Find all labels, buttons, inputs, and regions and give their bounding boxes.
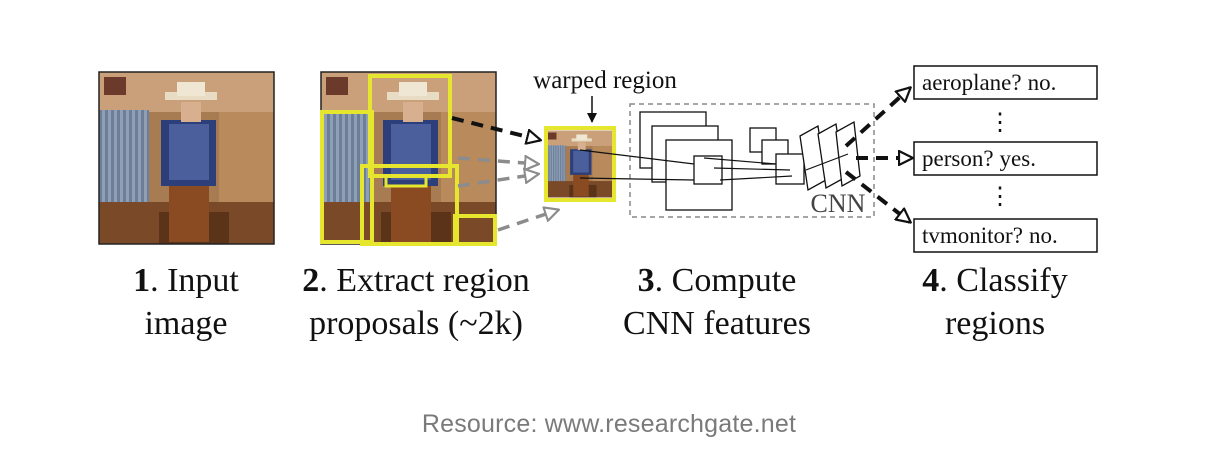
svg-text:1. Input: 1. Input [133,262,239,299]
proposal-arrow-black [451,116,540,140]
proposal-box [453,214,497,246]
svg-text:3. Compute: 3. Compute [638,262,797,299]
region-proposals-image [320,71,497,246]
ellipsis: ⋮ [988,110,1012,136]
cnn-feature-block [579,103,875,218]
class-arrow [844,88,910,148]
class-box-tvmonitor: tvmonitor?no. [913,218,1098,253]
proposal-arrow-gray [457,158,538,164]
svg-text:CNN features: CNN features [623,305,811,342]
warped-region-image [544,126,616,202]
svg-text:person?yes.: person?yes. [922,146,1036,171]
svg-text:aeroplane?no.: aeroplane?no. [922,70,1056,95]
class-box-aeroplane: aeroplane?no. [913,65,1098,100]
step-caption-2: 2. Extract region proposals (~2k) [302,262,530,342]
proposal-arrow-gray [497,210,558,232]
resource-caption: Resource: www.researchgate.net [421,410,797,438]
input-image [98,71,275,245]
svg-text:2. Extract region: 2. Extract region [302,262,530,299]
svg-text:image: image [144,305,227,342]
ellipsis: ⋮ [988,184,1012,210]
svg-text:4. Classify: 4. Classify [922,262,1067,299]
class-arrow [844,170,910,222]
proposal-box [360,164,459,246]
warped-region-label: warped region [533,67,677,94]
cnn-label: CNN [811,189,866,218]
proposal-box [320,110,374,244]
svg-text:proposals (~2k): proposals (~2k) [309,305,523,342]
step-caption-3: 3. Compute CNN features [623,262,811,342]
svg-text:regions: regions [945,305,1045,342]
step-caption-4: 4. Classify regions [922,262,1067,342]
proposal-arrow-gray [457,174,538,188]
step-caption-1: 1. Input image [133,262,239,342]
proposal-box [384,174,428,188]
class-box-person: person?yes. [913,141,1098,176]
svg-text:tvmonitor?no.: tvmonitor?no. [922,223,1058,248]
